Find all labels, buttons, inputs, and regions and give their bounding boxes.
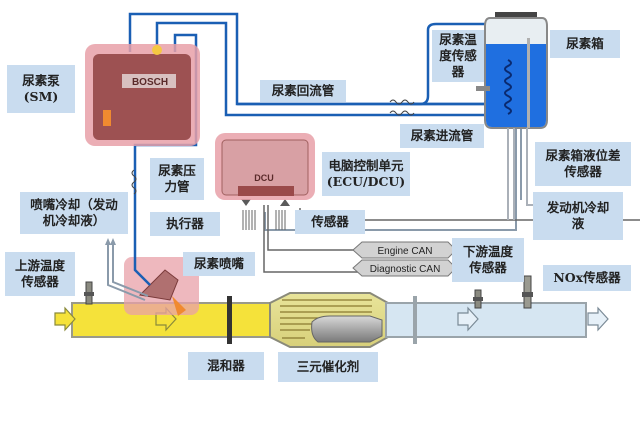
label-sensor: 传感器 [295, 210, 365, 234]
upstream-temp-sensor-probe [84, 281, 94, 305]
engine-can-tag: Engine CAN [352, 241, 457, 259]
urea-pump-device: BOSCH [85, 44, 200, 146]
coolant-line [107, 125, 522, 301]
urea-tank-device [476, 12, 548, 129]
label-nozzle-cooling: 喷嘴冷却（发动 机冷却液） [20, 192, 128, 234]
label-actuator: 执行器 [150, 212, 220, 236]
label-engine-coolant: 发动机冷却 液 [533, 192, 623, 240]
ecu-device: DCU [215, 133, 315, 200]
label-urea-return-pipe: 尿素回流管 [260, 80, 346, 102]
label-mixer: 混和器 [188, 352, 264, 380]
ecu-model-label: DCU [254, 173, 274, 183]
three-way-catalyst-body [269, 292, 389, 348]
urea-return-pipe-line [237, 22, 492, 106]
flow-arrow [457, 306, 479, 332]
label-urea-pump: 尿素泵 (SM) [7, 65, 75, 113]
urea-nozzle-assembly [124, 257, 199, 316]
label-upstream-temp-sensor: 上游温度 传感器 [5, 252, 75, 296]
label-urea-tank: 尿素箱 [550, 30, 620, 58]
label-urea-supply-pipe: 尿素进流管 [400, 124, 484, 148]
exhaust-pipe-downstream [385, 302, 587, 338]
flow-arrow [54, 306, 76, 332]
nox-sensor-probe [522, 275, 533, 309]
downstream-flange [413, 296, 417, 344]
diagnostic-can-tag: Diagnostic CAN [352, 259, 457, 277]
label-urea-pressure-pipe: 尿素压 力管 [150, 158, 204, 200]
flow-arrow [587, 306, 609, 332]
sensor-connector-icon [275, 199, 290, 230]
label-nox-sensor: NOx传感器 [543, 265, 631, 291]
pump-brand-label: BOSCH [132, 77, 168, 88]
actuator-connector-icon [241, 199, 256, 230]
label-tank-level-sensor: 尿素箱液位差 传感器 [535, 142, 631, 186]
coolant-arrow-icon [105, 238, 116, 245]
downstream-temp-sensor-probe [473, 289, 483, 309]
heater-coil-icon [131, 99, 415, 195]
label-three-way-catalyst: 三元催化剂 [278, 352, 378, 382]
engine-can-label: Engine CAN [377, 246, 432, 257]
diagnostic-can-label: Diagnostic CAN [370, 264, 441, 275]
label-urea-nozzle: 尿素喷嘴 [183, 252, 255, 276]
label-ecu: 电脑控制单元 (ECU/DCU) [322, 152, 410, 196]
mixer-flange [227, 296, 232, 344]
label-urea-temp-sensor: 尿素温 度传感 器 [432, 30, 484, 82]
label-downstream-temp-sensor: 下游温度 传感器 [452, 238, 524, 282]
